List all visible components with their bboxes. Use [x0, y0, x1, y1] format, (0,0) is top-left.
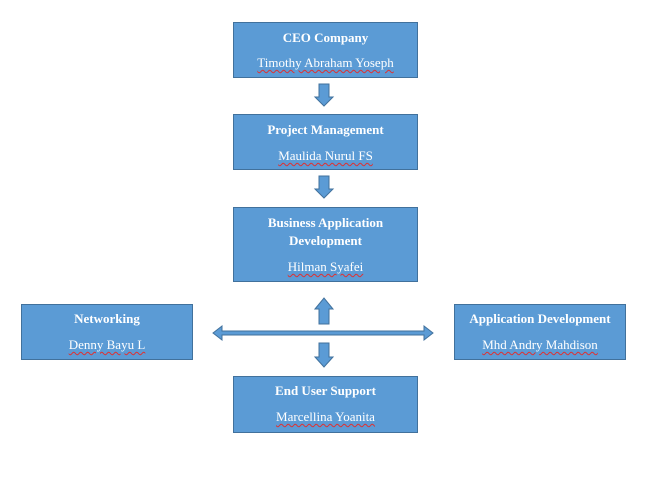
arrow-down-ceo-to-pm [313, 83, 335, 107]
node-end-user-support: End User Support Marcellina Yoanita [233, 376, 418, 433]
arrow-up-to-bad [313, 297, 335, 325]
node-person: Maulida Nurul FS [278, 148, 373, 163]
node-title: CEO Company [282, 30, 369, 45]
arrow-horizontal-double [212, 324, 434, 342]
arrow-down-to-eus [313, 342, 335, 368]
node-title: End User Support [275, 383, 376, 398]
node-title-line1: Business Application [267, 215, 384, 230]
node-person: Mhd Andry Mahdison [482, 337, 598, 352]
node-business-application-development: Business Application Development Hilman … [233, 207, 418, 282]
node-person: Marcellina Yoanita [276, 409, 375, 424]
arrow-down-pm-to-bad [313, 175, 335, 199]
node-application-development: Application Development Mhd Andry Mahdis… [454, 304, 626, 360]
node-title: Application Development [469, 311, 611, 326]
node-project-management: Project Management Maulida Nurul FS [233, 114, 418, 170]
node-title: Project Management [267, 122, 384, 137]
node-person: Hilman Syafei [287, 259, 364, 274]
node-person: Timothy Abraham Yoseph [257, 55, 394, 70]
node-title: Networking [74, 311, 140, 326]
node-networking: Networking Denny Bayu L [21, 304, 193, 360]
node-person: Denny Bayu L [68, 337, 146, 352]
node-title-line2: Development [289, 233, 362, 248]
node-ceo-company: CEO Company Timothy Abraham Yoseph [233, 22, 418, 78]
